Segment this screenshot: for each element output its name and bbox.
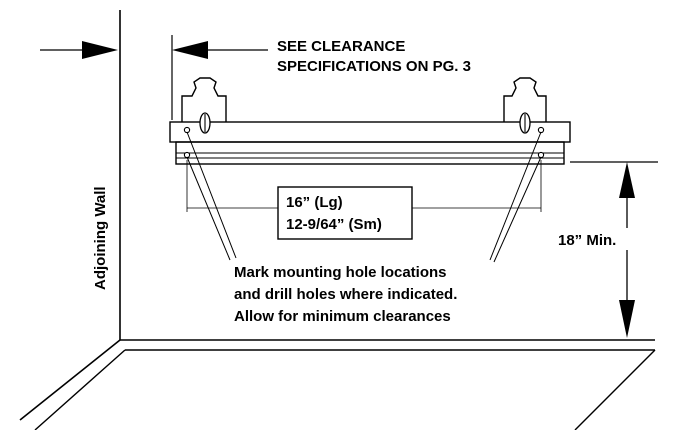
mounting-rail xyxy=(169,77,571,165)
hole-spacing-dimension xyxy=(186,160,542,240)
room-corner xyxy=(19,10,655,421)
clearance-text-line1: SEE CLEARANCE xyxy=(277,38,405,55)
clearance-arrow-left xyxy=(172,41,208,59)
spacing-small-label: 12-9/64” (Sm) xyxy=(286,216,382,233)
right-tab xyxy=(503,77,547,122)
min-height-arrow-up xyxy=(619,162,635,198)
adjoining-wall-label: Adjoining Wall xyxy=(92,186,109,290)
hole-left-bottom xyxy=(183,151,191,159)
min-height-arrow-down xyxy=(619,300,635,338)
left-tab xyxy=(181,77,227,122)
hole-right-top xyxy=(537,126,545,134)
instruction-line2: and drill holes where indicated. xyxy=(234,286,457,303)
min-height-dimension xyxy=(570,161,658,338)
hole-right-bottom xyxy=(537,151,545,159)
spacing-large-label: 16” (Lg) xyxy=(286,194,343,211)
min-height-label: 18” Min. xyxy=(558,232,616,249)
instruction-line3: Allow for minimum clearances xyxy=(234,308,451,325)
instruction-line1: Mark mounting hole locations xyxy=(234,264,447,281)
hole-left-top xyxy=(183,126,191,134)
clearance-arrow-right xyxy=(82,41,118,59)
leader-lines xyxy=(186,131,542,263)
clearance-text-line2: SPECIFICATIONS ON PG. 3 xyxy=(277,58,471,75)
clearance-dimension xyxy=(40,35,268,120)
spacing-box xyxy=(277,186,413,240)
rail-top xyxy=(169,121,571,143)
floor-outline xyxy=(34,349,656,430)
